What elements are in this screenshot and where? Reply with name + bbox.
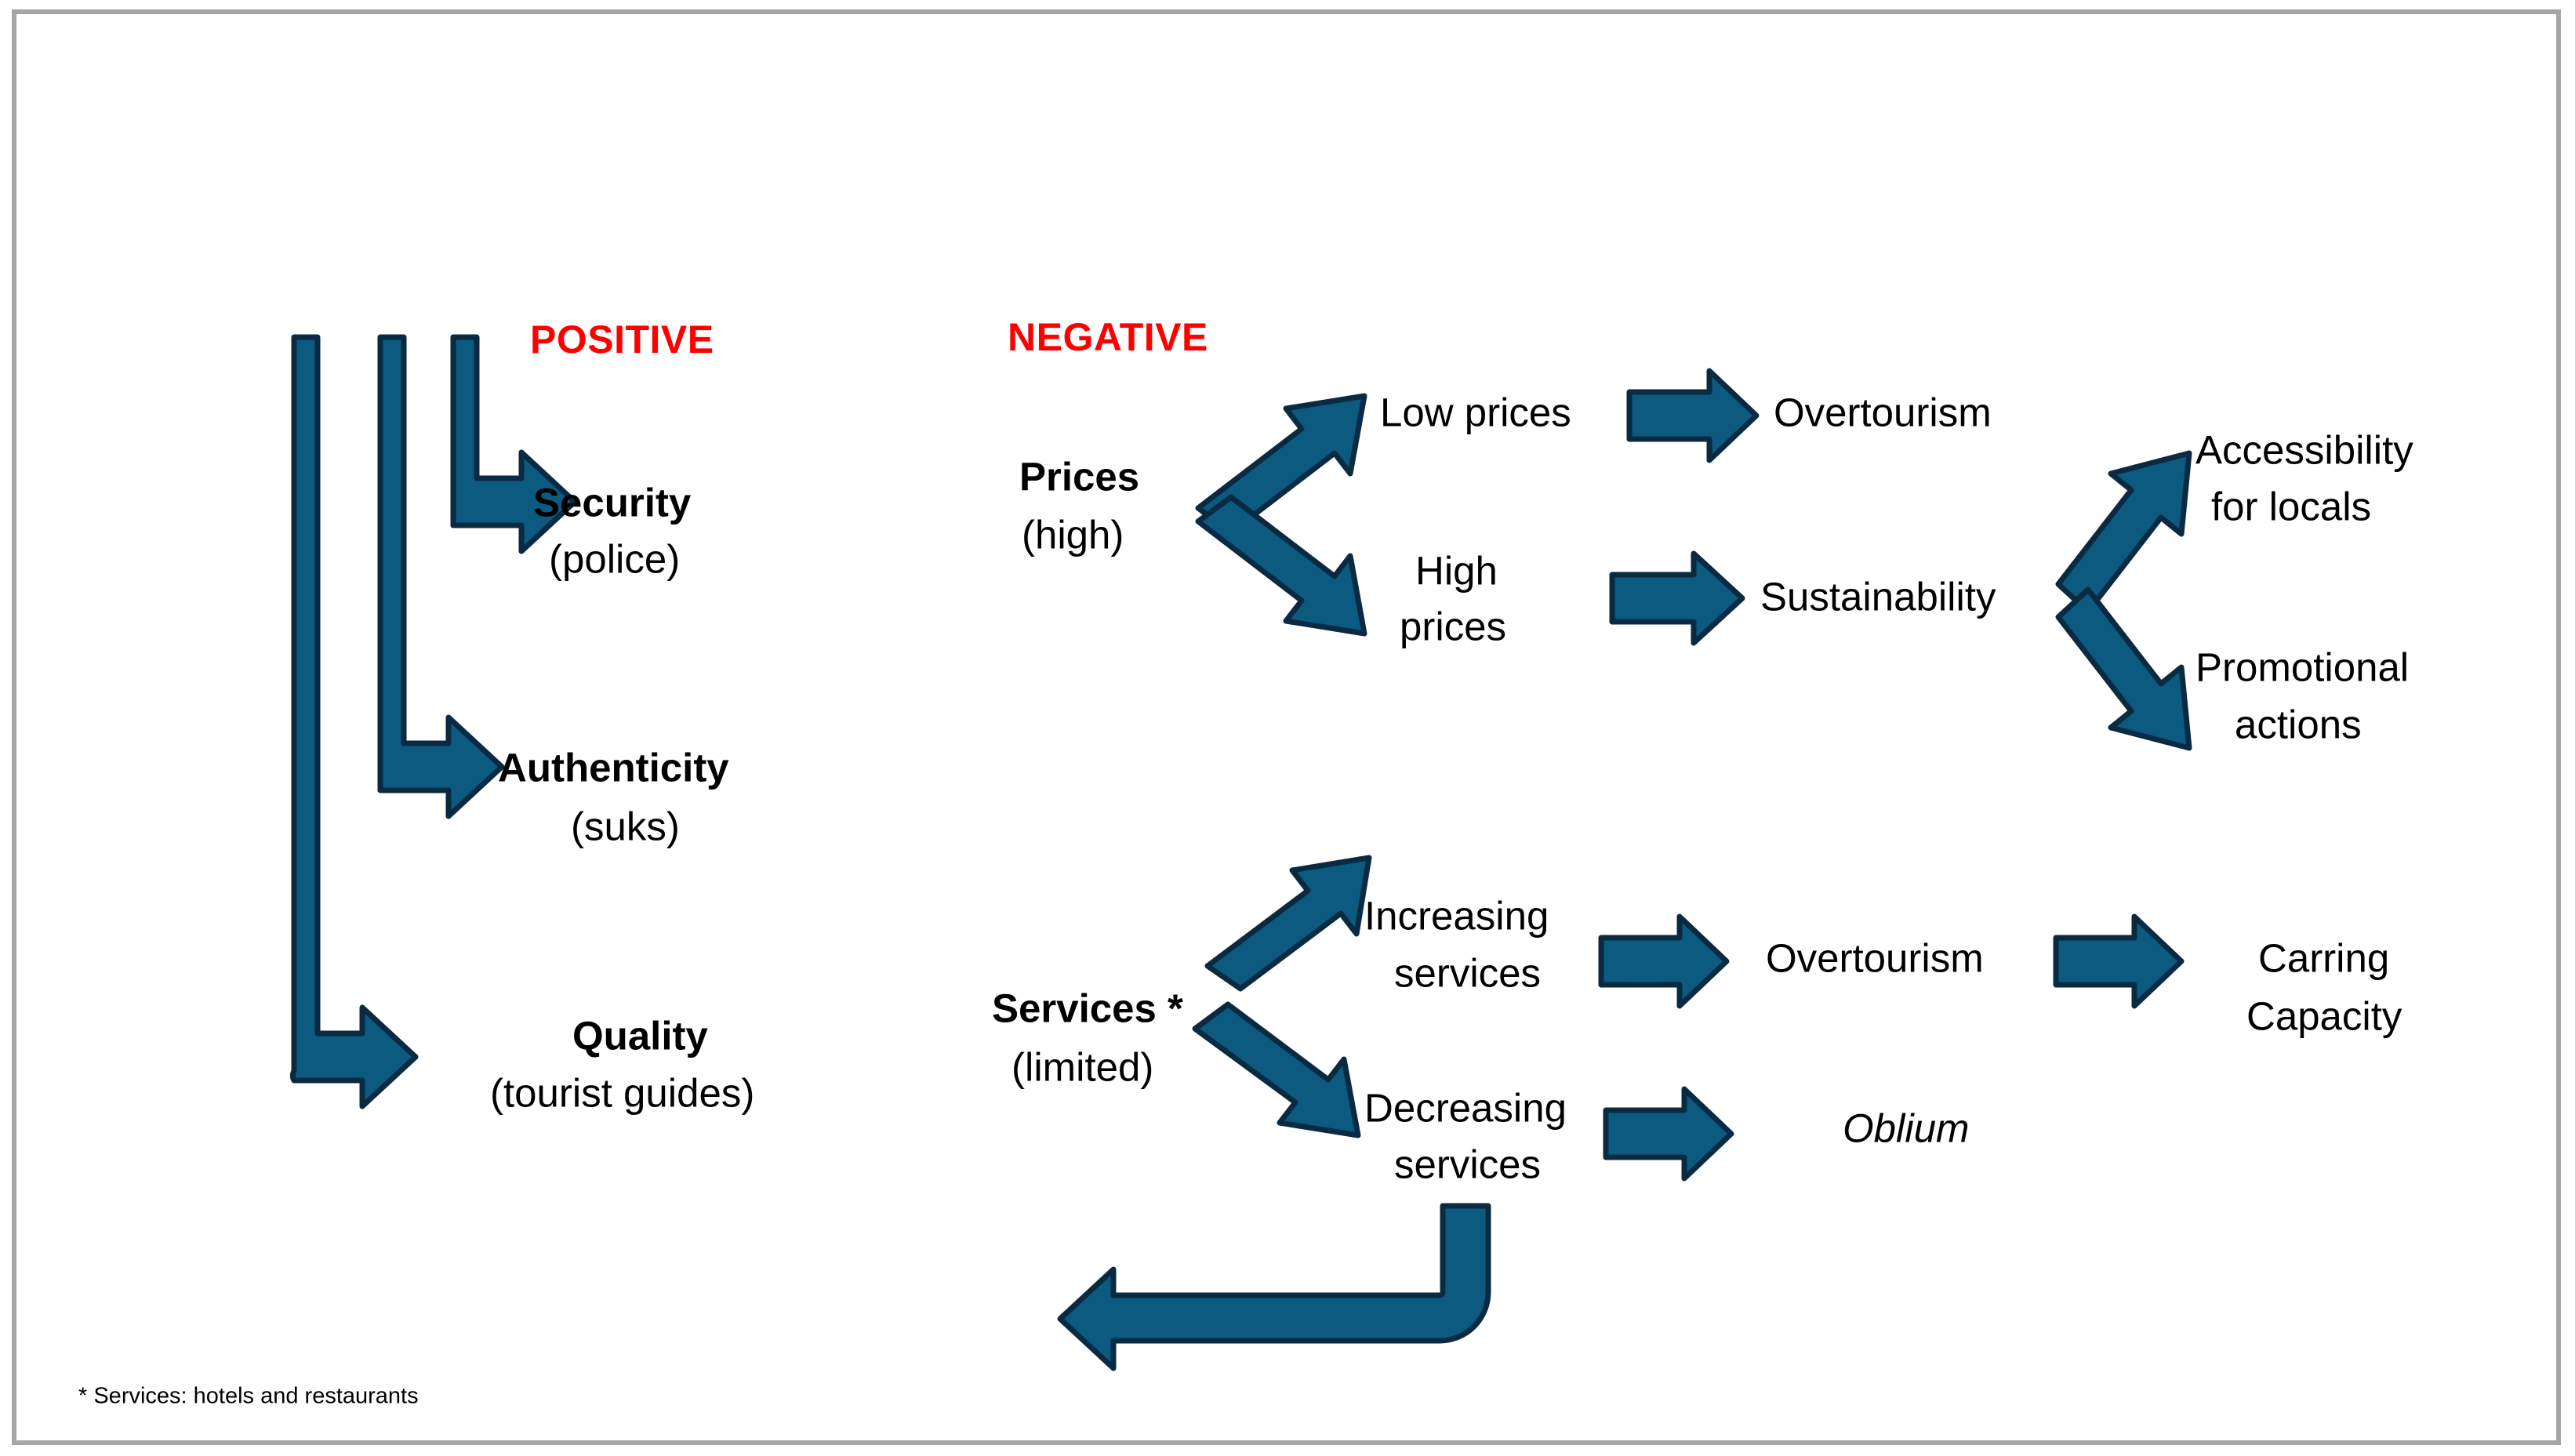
label-increasing-line1: Increasing <box>1364 893 1549 938</box>
label-carrying-line1: Carring <box>2258 935 2389 980</box>
label-increasing-line2: services <box>1394 950 1541 995</box>
label-sustainability: Sustainability <box>1760 574 1996 619</box>
bracket-arrow-quality <box>289 334 419 1109</box>
slide-frame-border <box>12 9 2561 1445</box>
label-accessibility-line2: for locals <box>2211 484 2371 528</box>
label-security-sub: (police) <box>549 536 680 581</box>
label-decreasing-line2: services <box>1394 1142 1541 1186</box>
label-authenticity-sub: (suks) <box>571 804 680 848</box>
label-high-prices-line2: prices <box>1400 604 1506 648</box>
label-promotional-line2: actions <box>2235 702 2362 746</box>
arrow-high-prices-to-sustainability <box>1609 550 1745 646</box>
label-high-prices-line1: High <box>1415 548 1498 593</box>
label-overtourism-bottom: Overtourism <box>1766 935 1984 980</box>
label-overtourism-top: Overtourism <box>1774 390 1992 434</box>
bracket-arrow-security <box>450 334 578 554</box>
arrow-sustainability-to-promotional <box>2055 586 2192 751</box>
label-services: Services * <box>992 986 1183 1030</box>
label-quality-sub: (tourist guides) <box>490 1070 754 1115</box>
label-authenticity: Authenticity <box>498 745 729 790</box>
label-carrying-line2: Capacity <box>2246 993 2402 1038</box>
label-prices: Prices <box>1019 454 1139 499</box>
arrow-increasing-to-overtourism <box>1598 913 1730 1009</box>
arrow-prices-to-high-prices <box>1195 494 1367 637</box>
arrow-services-to-increasing <box>1204 855 1372 992</box>
arrow-low-prices-to-overtourism <box>1626 368 1760 463</box>
arrow-overtourism-to-carrying-capacity <box>2053 913 2185 1009</box>
label-security: Security <box>533 480 692 525</box>
positive-heading: POSITIVE <box>530 318 714 361</box>
label-oblium: Oblium <box>1843 1106 1970 1150</box>
label-services-sub: (limited) <box>1011 1044 1153 1089</box>
arrow-decreasing-to-oblium <box>1603 1086 1734 1182</box>
arrow-sustainability-to-accessibility <box>2055 450 2192 615</box>
label-low-prices: Low prices <box>1380 390 1571 434</box>
label-promotional-line1: Promotional <box>2195 644 2409 689</box>
arrow-services-to-decreasing <box>1192 1001 1361 1138</box>
label-decreasing-line1: Decreasing <box>1364 1085 1567 1130</box>
label-quality: Quality <box>572 1013 709 1058</box>
footnote-services: * Services: hotels and restaurants <box>78 1384 419 1409</box>
label-accessibility-line1: Accessibility <box>2195 427 2413 472</box>
bracket-arrow-authenticity <box>377 334 505 819</box>
label-prices-sub: (high) <box>1022 512 1124 557</box>
negative-heading: NEGATIVE <box>1008 315 1208 359</box>
feedback-loop-arrow <box>1057 1203 1491 1371</box>
